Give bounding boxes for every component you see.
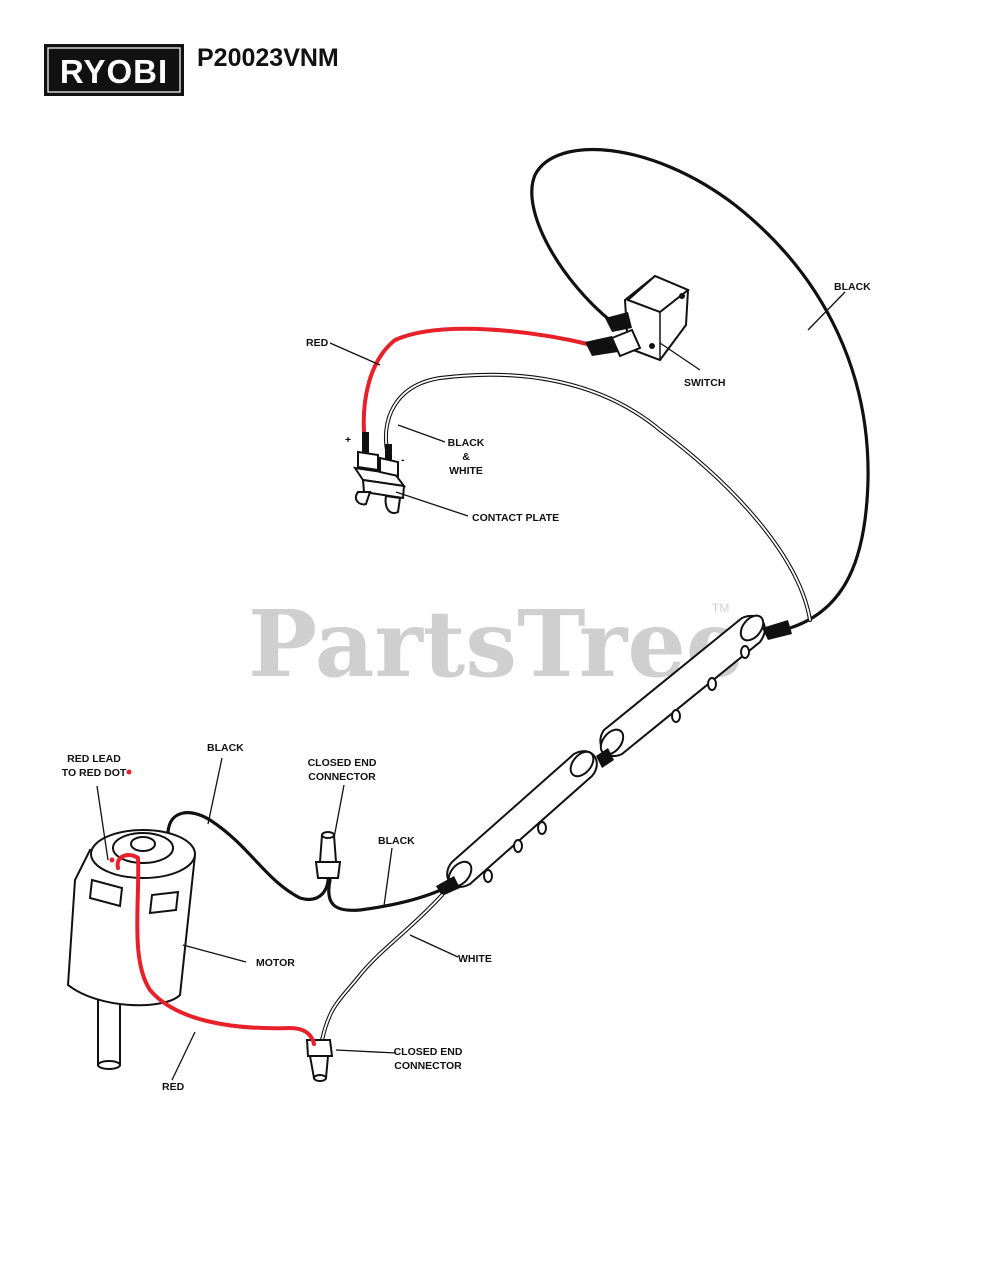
closed-end-connector-bottom	[305, 1039, 334, 1082]
model-number: P20023VNM	[197, 44, 339, 72]
label-black-and-white-line1: BLACK	[448, 437, 485, 449]
label-red-top: RED	[306, 337, 329, 349]
red-dot-marker	[126, 769, 132, 775]
black-wire-loop	[530, 147, 870, 630]
watermark-tm: TM	[712, 601, 729, 615]
label-red-lead-line2: TO RED DOT	[62, 767, 127, 779]
black-wire-motor	[166, 811, 330, 901]
leader-red-top	[329, 342, 381, 366]
red-wire-top	[361, 326, 594, 447]
watermark: PartsTree	[248, 590, 744, 698]
label-closed-end-top-line1: CLOSED END	[308, 757, 377, 769]
leader-closed-end-top	[333, 784, 345, 839]
label-black-motor: BLACK	[207, 742, 244, 754]
black-wire-mid	[327, 878, 447, 912]
leader-contact-plate	[395, 491, 469, 517]
leader-white	[409, 934, 459, 958]
label-motor: MOTOR	[256, 957, 295, 969]
label-switch: SWITCH	[684, 377, 725, 389]
label-black-mid: BLACK	[378, 835, 415, 847]
label-black-top: BLACK	[834, 281, 871, 293]
leader-red-bottom	[171, 1031, 196, 1081]
switch	[585, 274, 690, 362]
white-wire	[320, 893, 444, 1042]
brand-logo-text: RYOBI	[60, 53, 168, 90]
leader-black-motor	[207, 757, 223, 825]
brand-logo: RYOBI	[44, 44, 184, 96]
contact-plate	[352, 432, 407, 514]
label-plus: +	[345, 434, 351, 446]
black-white-wire	[383, 372, 812, 622]
leader-black-top	[807, 291, 846, 331]
label-white: WHITE	[458, 953, 492, 965]
leader-switch	[659, 342, 701, 371]
leader-black-white	[397, 424, 446, 443]
label-closed-end-bottom-line2: CONNECTOR	[394, 1060, 462, 1072]
red-wire-motor	[115, 853, 316, 1046]
leader-closed-end-bottom	[335, 1049, 397, 1054]
battery-pack	[436, 614, 792, 896]
label-closed-end-bottom-line1: CLOSED END	[394, 1046, 463, 1058]
label-closed-end-top-line2: CONNECTOR	[308, 771, 376, 783]
motor	[66, 829, 197, 1070]
leader-black-mid	[383, 847, 393, 907]
leader-red-lead	[96, 785, 109, 861]
label-contact-plate: CONTACT PLATE	[472, 512, 559, 524]
closed-end-connector-top	[314, 831, 342, 879]
motor-red-dot	[109, 857, 115, 863]
label-red-lead-line1: RED LEAD	[67, 753, 121, 765]
label-black-and-white-line2: &	[462, 451, 470, 463]
label-red-bottom: RED	[162, 1081, 185, 1093]
label-black-and-white-line3: WHITE	[449, 465, 483, 477]
label-minus: -	[401, 454, 405, 466]
leader-motor	[182, 944, 247, 963]
